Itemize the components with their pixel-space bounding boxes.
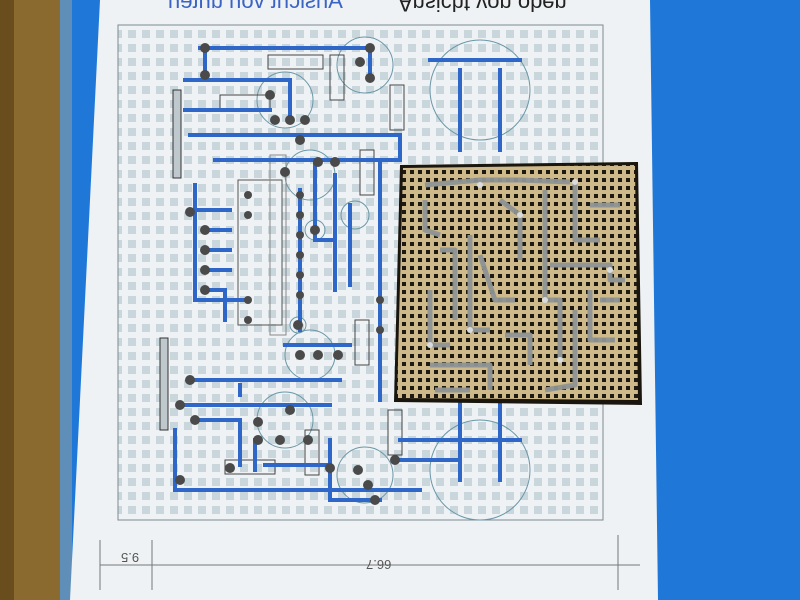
dimension-large-label: 66.7	[366, 557, 392, 572]
stripboard-layout-drawing	[99, 24, 640, 590]
dimension-small-label: 9.5	[121, 550, 140, 565]
title-top-view: Ansicht von oben	[398, 0, 567, 16]
soldered-stripboard	[394, 162, 642, 405]
title-bottom-view: Ansicht von unten	[168, 0, 343, 13]
